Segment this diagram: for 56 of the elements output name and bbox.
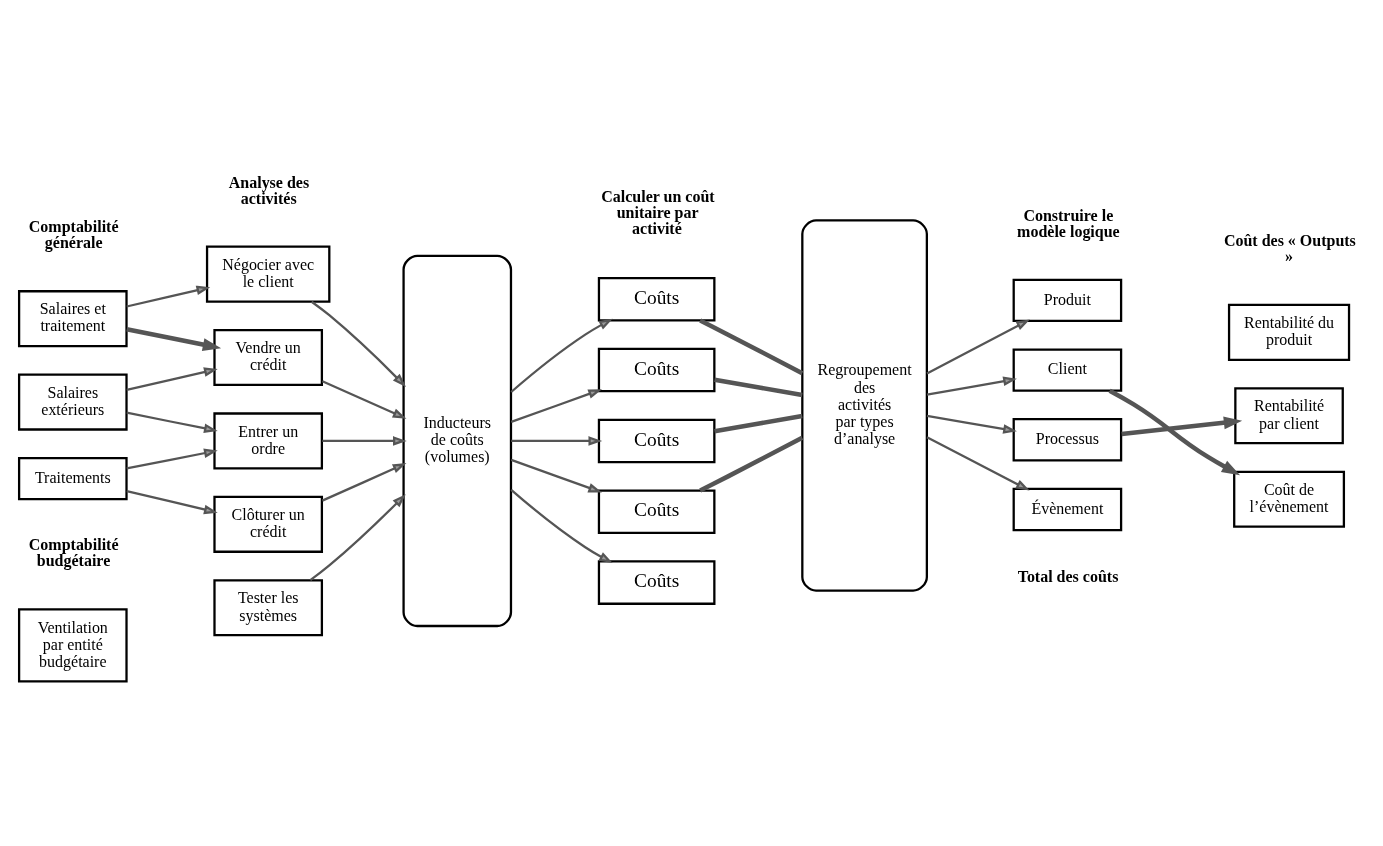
label: Comptabilité générale [28,217,119,251]
node-box: Traitements [17,456,128,500]
node-box: Salaires et traitement [17,289,128,347]
connector [714,377,803,397]
node-box: Coût de l’évènement [1233,470,1346,528]
node-box: Rentabilité par client [1234,386,1344,444]
arrow [126,326,222,351]
label: Coût des « Outputs » [1223,231,1356,265]
arrow [126,411,218,433]
node-box: Coûts [597,347,716,392]
arrow [126,489,218,514]
node-box: Produit [1012,278,1123,322]
node-box: Processus [1012,417,1123,461]
arrow [311,300,406,387]
node-box: Clôturer un crédit [213,495,324,553]
node-box: Salaires extérieurs [17,373,128,431]
arrow [321,462,407,502]
arrow [926,414,1017,434]
label: Calculer un coût unitaire par activité [601,187,715,237]
node-box: Ventilation par entité budgétaire [17,607,128,683]
label: Construire le modèle logique [1017,206,1120,240]
arrow [126,447,218,469]
node-box: Coûts [597,559,716,605]
arrow [510,458,602,493]
label: Analyse des activités [228,173,310,206]
arrow [510,488,613,563]
arrow [926,435,1030,490]
node-box: Tester les systèmes [213,578,324,636]
arrow [321,379,407,419]
connector [699,435,804,493]
node-box: Client [1012,347,1123,392]
connector [714,413,803,433]
node-box: Entrer un ordre [213,411,324,469]
arrow [511,435,603,446]
arrow [126,285,211,308]
arrow [926,318,1030,374]
node-box: Coûts [597,418,716,463]
arrow [926,375,1017,396]
node-box: Coûts [597,488,716,534]
connector [699,317,804,375]
label: Comptabilité budgétaire [28,535,119,569]
node-box: Coûts [597,276,716,322]
label: Total des coûts [1017,567,1119,585]
arrow [309,493,406,581]
arrow [322,435,407,446]
node-box: Regroupement des activités par types d’analyse [801,218,928,592]
arrow [510,318,613,393]
node-box: Inducteurs de coûts (volumes) [402,254,513,627]
arrow [1121,415,1243,436]
arrow [126,366,218,391]
arrow [1108,388,1241,475]
arrow [510,388,602,423]
node-box: Rentabilité du produit [1227,303,1351,361]
node-box: Vendre un crédit [213,328,324,386]
node-box: Évènement [1012,487,1123,531]
node-box: Négocier avec le client [205,245,331,303]
